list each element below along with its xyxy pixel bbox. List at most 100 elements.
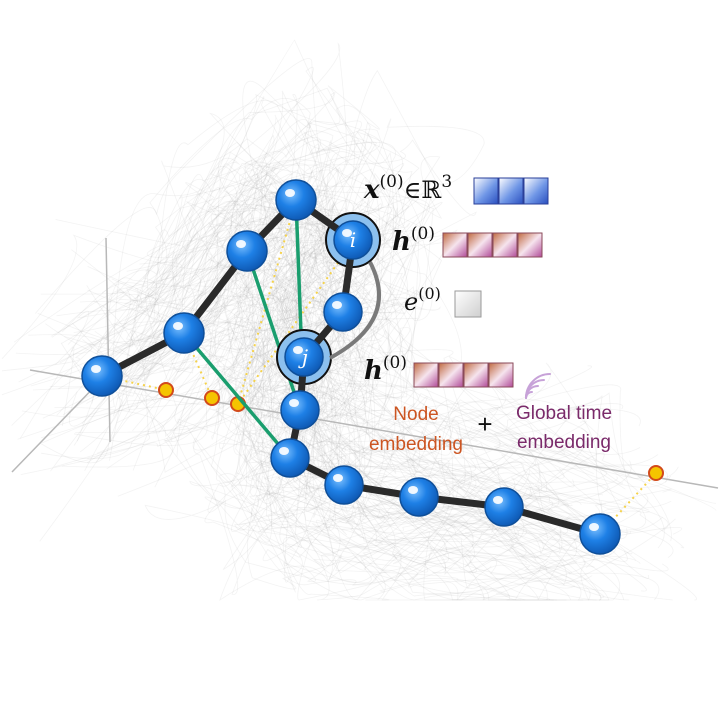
trajectory-strand — [71, 100, 567, 506]
trajectory-strand — [144, 188, 669, 572]
feature-cell — [523, 177, 549, 205]
trajectory-strand — [125, 213, 576, 589]
trajectory-strand — [39, 304, 596, 596]
trajectory-strand — [20, 331, 485, 601]
trajectory-strand — [79, 191, 560, 508]
global-time-label: Global time — [516, 403, 612, 424]
trajectory-strand — [1, 157, 541, 483]
trajectory-strand — [84, 248, 573, 573]
trajectory-strand — [69, 253, 551, 601]
svg-text:e(0): e(0) — [404, 284, 441, 316]
feature-cell — [467, 232, 493, 258]
trajectory-strand — [94, 201, 659, 468]
trajectory-strand — [112, 42, 643, 507]
trajectory-strand — [86, 230, 593, 584]
trajectory-strand — [106, 213, 563, 601]
trajectory-strand — [37, 161, 511, 524]
trajectory-strand — [176, 245, 602, 601]
trajectory-strand — [163, 323, 673, 601]
x-symbol: x — [363, 175, 380, 205]
axis-vertical — [105, 237, 111, 443]
projection-dot — [158, 382, 174, 398]
trajectory-strand — [61, 90, 623, 484]
trajectory-strand — [61, 268, 567, 601]
feature-cell — [517, 232, 543, 258]
trajectory-strand — [86, 226, 630, 601]
trajectory-strand — [125, 193, 614, 523]
residue-node — [280, 390, 320, 430]
plus-sign: + — [477, 409, 492, 439]
residue-node — [270, 438, 310, 478]
trajectory-strand — [17, 291, 521, 601]
residue-node — [163, 312, 205, 354]
h-superscript: (0) — [383, 353, 407, 373]
trajectory-strand — [118, 85, 587, 489]
residue-node — [275, 179, 317, 221]
trajectory-strand — [106, 204, 570, 548]
feature-cell — [498, 177, 524, 205]
trajectory-strand — [75, 213, 620, 601]
trajectory-strand — [176, 208, 660, 601]
trajectory-strand — [120, 270, 616, 601]
axis-left — [11, 377, 104, 473]
trajectory-strand — [173, 69, 594, 507]
trajectory-strand — [133, 183, 637, 561]
h-symbol: h — [364, 356, 383, 386]
trajectory-strand — [113, 141, 644, 479]
trajectory-strand — [151, 132, 665, 549]
global-time-label-2: embedding — [517, 432, 611, 453]
node-embedding-label-2: embedding — [369, 434, 463, 455]
node-embedding-label: Node — [393, 404, 438, 425]
edge-arc — [329, 261, 381, 360]
residue-node — [226, 230, 268, 272]
trajectory-strand — [1, 160, 498, 528]
node-j-feature-label: h(0) — [364, 353, 407, 386]
e-symbol: e — [404, 288, 418, 316]
trajectory-strand — [105, 168, 628, 601]
trajectory-strand — [18, 176, 565, 586]
feature-cell — [492, 232, 518, 258]
trajectory-strand — [72, 200, 517, 528]
projection-dot — [204, 390, 220, 406]
trajectory-strand — [73, 192, 632, 536]
axis-horizontal — [29, 369, 719, 489]
trajectory-strand — [117, 245, 624, 601]
feature-cell — [488, 362, 514, 388]
h-superscript: (0) — [411, 224, 435, 244]
edge-feature-label: e(0) — [404, 284, 441, 316]
trajectory-strand — [130, 217, 561, 553]
feature-cell — [438, 362, 464, 388]
residue-node-i — [333, 220, 373, 260]
projection-dots — [158, 382, 664, 481]
feature-cell — [473, 177, 499, 205]
trajectory-strand — [97, 163, 582, 541]
residue-node — [484, 487, 524, 527]
projection-dot — [648, 465, 664, 481]
position-feature-label: x(0)∈ℝ3 — [363, 172, 452, 205]
trajectory-strand — [40, 239, 569, 574]
node-embedding-line1: Node — [393, 404, 438, 425]
trajectory-strand — [118, 196, 685, 553]
feature-cell — [442, 232, 468, 258]
residue-node — [323, 292, 363, 332]
node-embedding-line2: embedding — [369, 434, 463, 455]
node-j-feature-vector — [413, 362, 514, 388]
trajectory-strand — [154, 218, 610, 601]
node-i-feature-vector — [442, 232, 543, 258]
residue-nodes — [81, 179, 621, 555]
trajectory-strand — [111, 131, 641, 495]
svg-text:h(0): h(0) — [364, 353, 407, 386]
global-time-line1: Global time — [516, 403, 612, 424]
trajectory-strand — [54, 190, 572, 601]
trajectory-strand — [51, 97, 550, 456]
global-time-line2: embedding — [517, 432, 611, 453]
h-symbol: h — [392, 227, 411, 257]
node-i-label: i — [350, 228, 356, 252]
trajectory-strand — [73, 165, 567, 586]
e-superscript: (0) — [418, 284, 441, 303]
x-dim: 3 — [441, 172, 452, 192]
trajectory-strand — [55, 134, 523, 469]
trajectory-strand — [56, 199, 540, 527]
trajectory-strand — [21, 185, 510, 596]
